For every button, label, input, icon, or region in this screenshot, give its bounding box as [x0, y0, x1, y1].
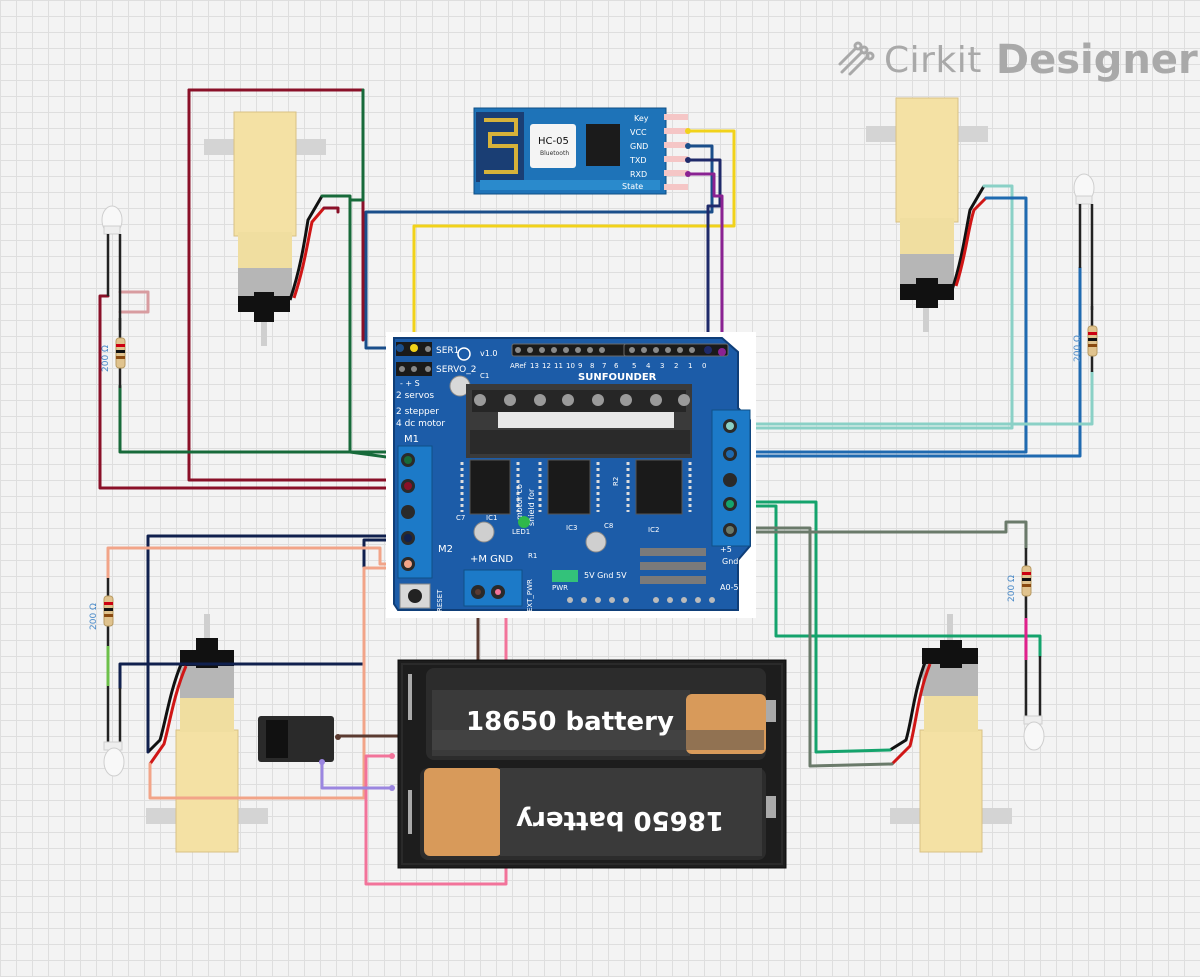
battery-holder-18650[interactable]: 18650 battery 18650 battery: [389, 659, 787, 869]
shield-pin-number: 7: [602, 362, 606, 370]
shield-pin-number: 9: [578, 362, 582, 370]
dc-barrel-jack[interactable]: [258, 716, 341, 765]
resistor-left-top-label: 200 Ω: [101, 345, 111, 372]
battery-bottom: 18650 battery: [420, 768, 766, 860]
shield-power-row: 5V Gnd 5V: [584, 571, 627, 580]
battery-bottom-label: 18650 battery: [516, 805, 724, 835]
shield-servo-polarity: - + S: [400, 379, 420, 388]
shield-version: v1.0: [480, 349, 497, 358]
battery-top-label: 18650 battery: [466, 707, 674, 737]
shield-gnd-label: Gnd: [722, 557, 738, 566]
cirkit-designer-brand: Cirkit Designer: [836, 34, 1198, 86]
shield-pin-number: 13: [530, 362, 539, 370]
shield-plus5-label: +5: [720, 545, 732, 554]
shield-c8-label: C8: [604, 522, 613, 530]
shield-pin-number: 3: [660, 362, 664, 370]
shield-motor-text-2: shield for: [527, 488, 536, 526]
shield-pin-number: 0: [702, 362, 706, 370]
resistor-right-top-label: 200 Ω: [1073, 335, 1083, 362]
shield-pin-number: 1: [688, 362, 692, 370]
led-bottom-right[interactable]: [1023, 618, 1045, 751]
gear-motor-bottom-right[interactable]: [889, 614, 1012, 853]
shield-r1-label: R1: [528, 552, 537, 560]
led-top-right[interactable]: [1073, 173, 1095, 310]
led-bottom-left[interactable]: [103, 646, 125, 777]
shield-pin-number: 12: [542, 362, 551, 370]
hc05-pin-state: State: [622, 182, 643, 191]
shield-c1-label: C1: [480, 372, 489, 380]
shield-ext-pwr-label: EXT_PWR: [526, 579, 534, 612]
led-top-left[interactable]: [101, 205, 123, 330]
hc05-pin-key: Key: [634, 114, 649, 123]
hc05-subtitle: Bluetooth: [540, 150, 569, 157]
shield-ic1-label: IC1: [486, 514, 497, 522]
battery-top: 18650 battery: [426, 668, 766, 760]
hc05-title: HC-05: [538, 136, 569, 147]
shield-motor-text-1: motor co: [515, 484, 524, 520]
shield-ser1-label: SER1: [436, 346, 459, 356]
shield-pin-number: 8: [590, 362, 594, 370]
hc05-pin-rxd: RXD: [630, 170, 647, 179]
hc05-bluetooth-module[interactable]: HC-05 Bluetooth Key VCC GND TXD RXD Stat…: [473, 107, 691, 195]
shield-caption-servos: 2 servos: [396, 391, 434, 401]
shield-m1-label: M1: [404, 434, 419, 445]
shield-caption-stepper: 2 stepper: [396, 407, 439, 417]
shield-pin-number: 6: [614, 362, 619, 370]
shield-a05-label: A0-5: [720, 583, 739, 592]
shield-c7-label: C7: [456, 514, 465, 522]
shield-led1-label: LED1: [512, 528, 530, 536]
brand-word-cirkit: Cirkit: [884, 39, 982, 81]
hc05-pin-txd: TXD: [629, 156, 647, 165]
shield-ic3-label: IC3: [566, 524, 577, 532]
shield-m-gnd-label: +M GND: [470, 554, 513, 565]
shield-pin-number: 2: [674, 362, 678, 370]
shield-brand: SUNFOUNDER: [578, 372, 657, 383]
shield-pwr-label: PWR: [552, 584, 568, 592]
cirkit-logo-icon: [838, 41, 875, 76]
hc05-pin-vcc: VCC: [630, 128, 647, 137]
shield-pin-number: 5: [632, 362, 636, 370]
hc05-pin-gnd: GND: [630, 142, 648, 151]
resistor-right-top[interactable]: 200 Ω: [1073, 306, 1098, 372]
gear-motor-top-right[interactable]: [866, 97, 988, 332]
shield-pin-number: 4: [646, 362, 651, 370]
shield-pin-number: 11: [554, 362, 563, 370]
shield-caption-dc-motor: 4 dc motor: [396, 419, 445, 429]
shield-aref-label: ARef: [510, 362, 527, 370]
resistor-right-bottom-label: 200 Ω: [1007, 575, 1017, 602]
shield-reset-label: RESET: [436, 589, 444, 612]
resistor-left-bottom-label: 200 Ω: [89, 603, 99, 630]
shield-servo2-label: SERVO_2: [436, 365, 476, 375]
shield-m2-label: M2: [438, 544, 453, 555]
resistor-left-bottom[interactable]: 200 Ω: [89, 578, 114, 646]
shield-ic2-label: IC2: [648, 526, 659, 534]
resistor-right-bottom[interactable]: 200 Ω: [1007, 548, 1032, 618]
shield-r2-label: R2: [612, 477, 620, 486]
gear-motor-bottom-left[interactable]: [146, 614, 268, 853]
gear-motor-top-left[interactable]: [204, 111, 326, 346]
resistor-left-top[interactable]: 200 Ω: [101, 318, 126, 388]
shield-pin-number: 10: [566, 362, 575, 370]
brand-word-designer: Designer: [995, 37, 1198, 83]
wires: [98, 88, 1094, 886]
